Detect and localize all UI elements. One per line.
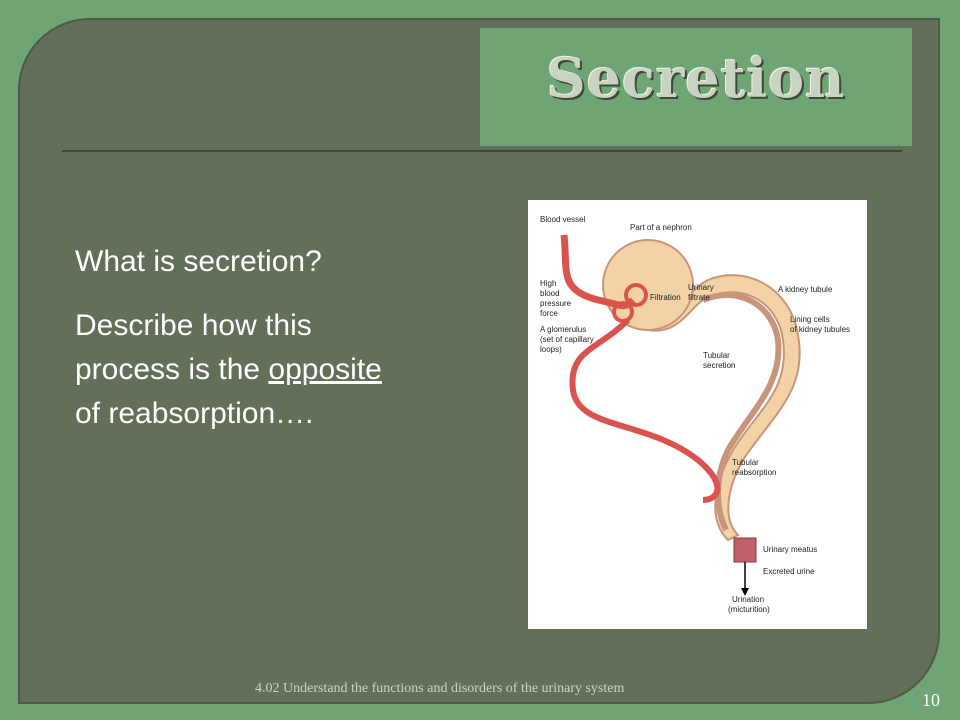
label-high-2: blood: [540, 289, 560, 298]
label-tubular-secretion-1: Tubular: [703, 351, 730, 360]
label-glomerulus-1: A glomerulus: [540, 325, 586, 334]
urinary-meatus-shape: [733, 537, 757, 563]
blood-vessel-shape: [560, 234, 636, 310]
title-divider: [62, 150, 902, 152]
describe-line-3: of reabsorption….: [75, 397, 314, 430]
label-tubular-reabsorption-1: Tubular: [732, 458, 759, 467]
label-urination-1: Urination: [732, 595, 764, 604]
label-filtration: Filtration: [650, 293, 681, 302]
slide-body: What is secretion? Describe how this pro…: [75, 240, 495, 456]
efferent-vessel: [569, 317, 721, 503]
label-high-4: force: [540, 309, 558, 318]
label-part-of-nephron: Part of a nephron: [630, 223, 692, 232]
opposite-word: opposite: [268, 353, 382, 386]
describe-line-2-prefix: process is the: [75, 353, 269, 386]
urine-arrow-head: [741, 588, 749, 596]
title-box: Secretion: [480, 28, 912, 146]
page-number: 10: [922, 690, 940, 710]
label-tubular-reabsorption-2: reabsorption: [732, 468, 776, 477]
label-glomerulus-2: (set of capillary: [540, 335, 594, 344]
label-excreted-urine: Excreted urine: [763, 567, 815, 576]
label-lining-2: of kidney tubules: [790, 325, 850, 334]
describe-paragraph: Describe how this process is the opposit…: [75, 304, 495, 436]
label-urinary-meatus: Urinary meatus: [763, 545, 817, 554]
label-kidney-tubule: A kidney tubule: [778, 285, 833, 294]
question-text: What is secretion?: [75, 245, 322, 278]
label-urinary-1: Urinary: [688, 283, 714, 292]
glomerulus-loop-1: [624, 283, 648, 307]
slide-footer: 4.02 Understand the functions and disord…: [255, 681, 625, 696]
nephron-diagram: Blood vessel Part of a nephron High bloo…: [528, 200, 867, 629]
label-high-3: pressure: [540, 299, 572, 308]
label-lining-1: Lining cells: [790, 315, 830, 324]
slide-title: Secretion: [546, 46, 846, 110]
label-tubular-secretion-2: secretion: [703, 361, 735, 370]
label-high-1: High: [540, 279, 556, 288]
label-urinary-2: filtrate: [688, 293, 710, 302]
describe-line-1: Describe how this: [75, 309, 312, 342]
label-blood-vessel: Blood vessel: [540, 215, 586, 224]
label-urination-2: (micturition): [728, 605, 770, 614]
nephron-illustration: Blood vessel Part of a nephron High bloo…: [540, 215, 850, 614]
label-glomerulus-3: loops): [540, 345, 562, 354]
glomerulus-loop-2: [612, 301, 634, 323]
